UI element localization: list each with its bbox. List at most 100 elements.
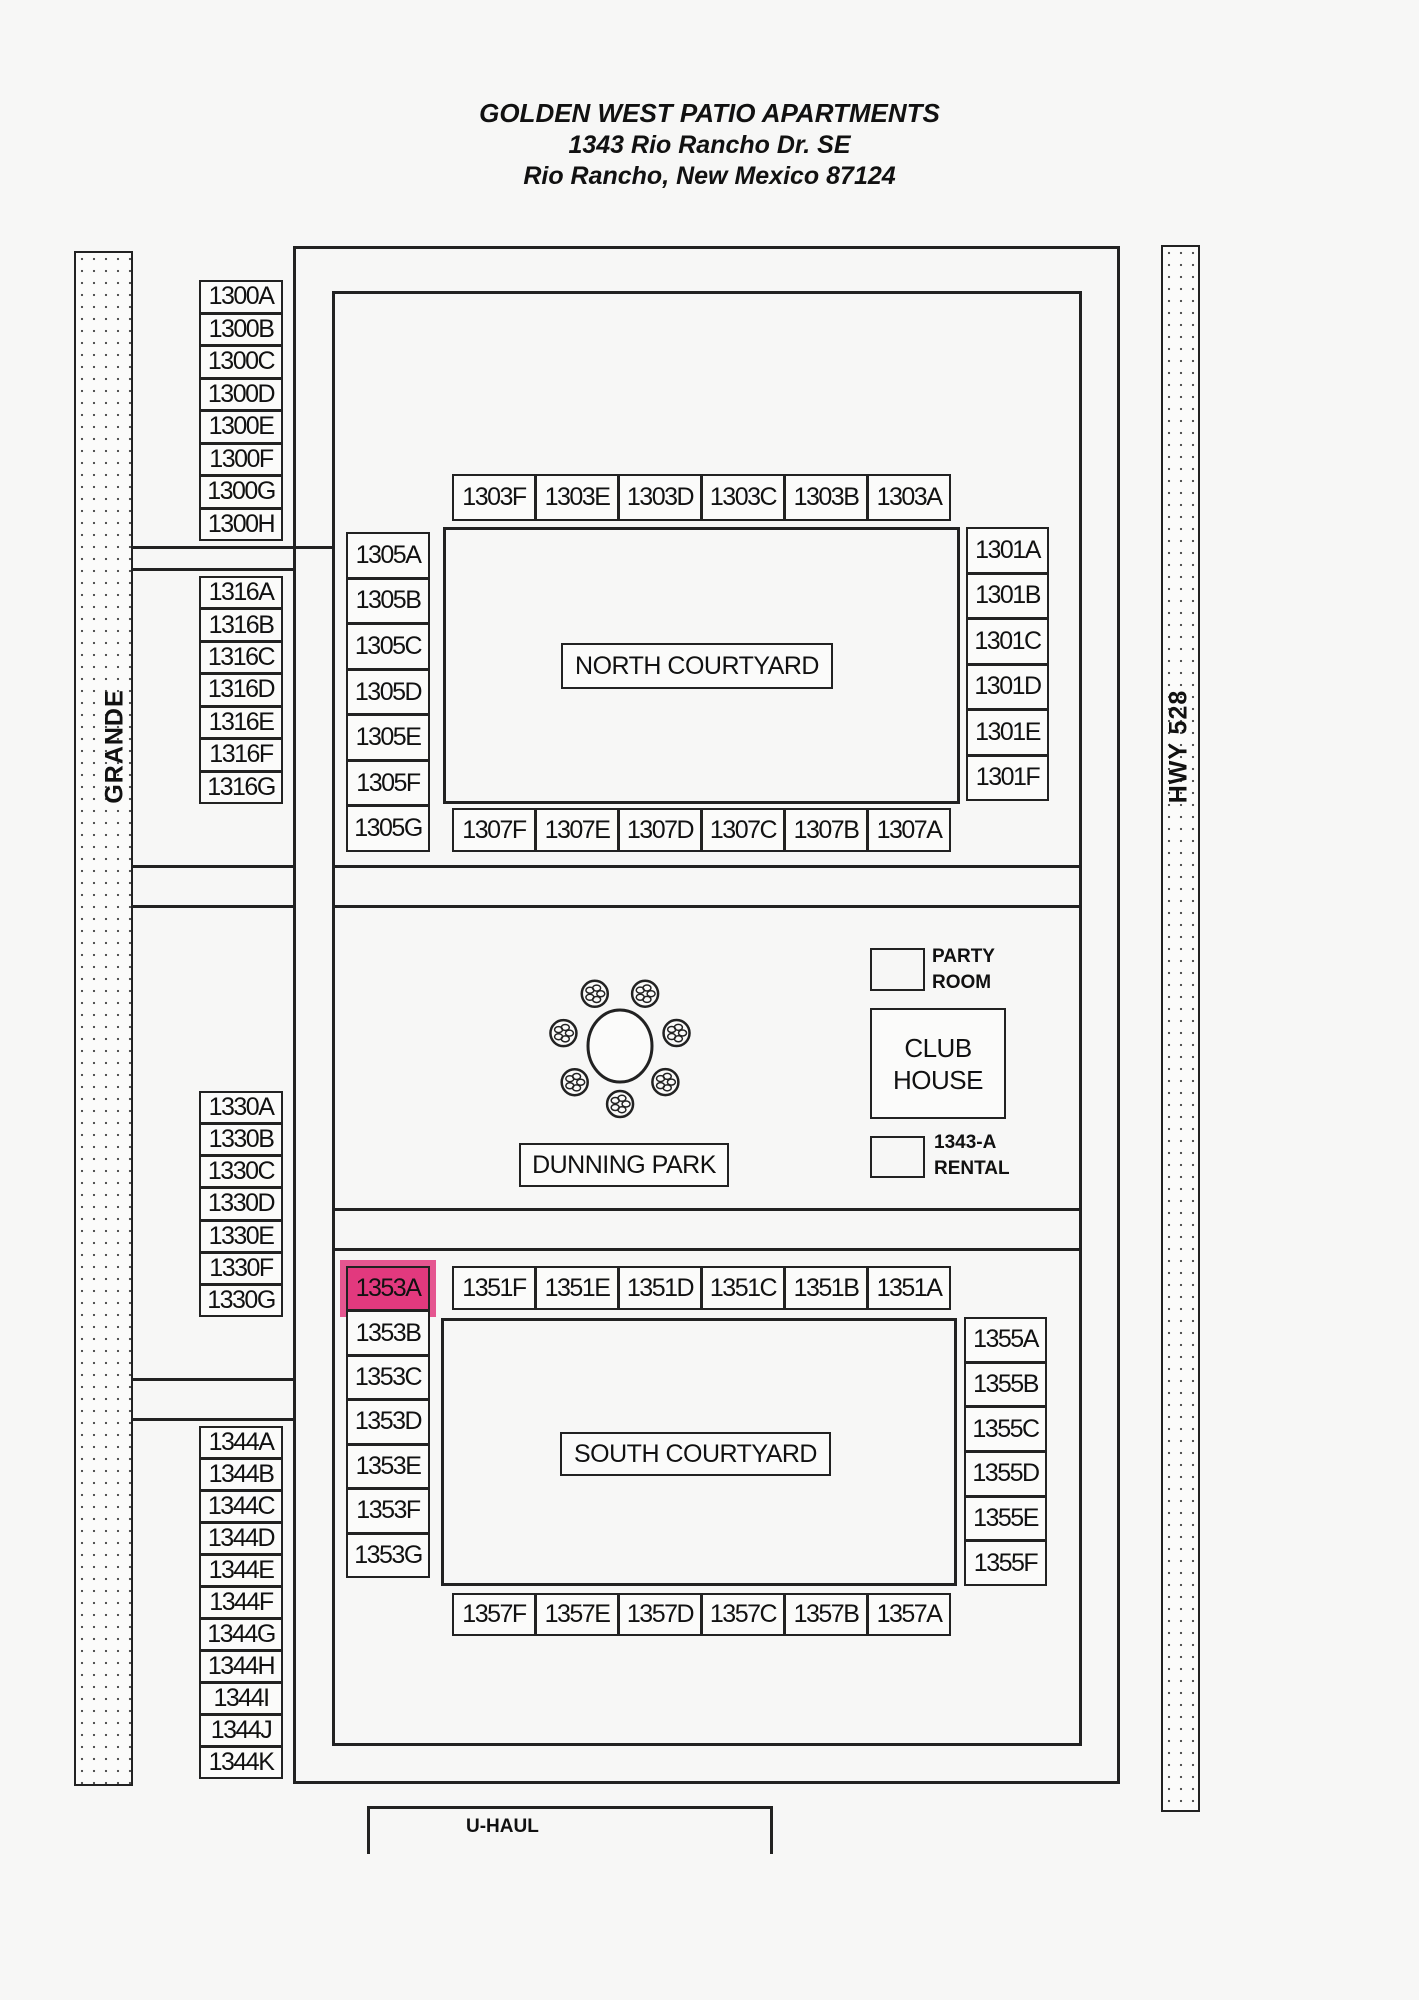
apartment-unit[interactable]: 1316A [199, 576, 283, 610]
apartment-unit[interactable]: 1305D [346, 668, 430, 716]
apartment-unit[interactable]: 1316G [199, 770, 283, 804]
apartment-unit[interactable]: 1330D [199, 1187, 283, 1221]
apartment-unit[interactable]: 1303B [784, 474, 868, 521]
apartment-unit[interactable]: 1357B [784, 1593, 868, 1636]
apartment-unit[interactable]: 1305C [346, 623, 430, 670]
apartment-unit[interactable]: 1355B [964, 1361, 1047, 1408]
apartment-unit[interactable]: 1353G [346, 1532, 430, 1578]
apartment-unit[interactable]: 1330E [199, 1219, 283, 1253]
apartment-unit[interactable]: 1300C [199, 345, 283, 379]
apartment-unit[interactable]: 1316F [199, 738, 283, 772]
apartment-unit[interactable]: 1300D [199, 377, 283, 411]
apartment-unit[interactable]: 1357D [618, 1593, 702, 1636]
apartment-unit[interactable]: 1344B [199, 1458, 283, 1491]
apartment-unit[interactable]: 1355F [964, 1540, 1047, 1587]
apartment-unit[interactable]: 1303F [452, 474, 536, 521]
apartment-unit[interactable]: 1351D [618, 1266, 702, 1310]
apartment-unit[interactable]: 1316E [199, 705, 283, 740]
apartment-unit[interactable]: 1300F [199, 442, 283, 476]
apartment-unit[interactable]: 1301E [966, 709, 1049, 756]
apartment-unit[interactable]: 1301F [966, 754, 1049, 801]
apartment-unit[interactable]: 1316C [199, 640, 283, 675]
apartment-unit[interactable]: 1357F [452, 1593, 536, 1636]
apartment-unit[interactable]: 1301B [966, 572, 1049, 619]
apartment-unit[interactable]: 1303D [618, 474, 702, 521]
apartment-unit[interactable]: 1305A [346, 532, 430, 579]
apartment-unit[interactable]: 1351B [784, 1266, 868, 1310]
apartment-unit[interactable]: 1330C [199, 1155, 283, 1189]
apartment-unit[interactable]: 1344D [199, 1522, 283, 1555]
apartment-unit[interactable]: 1305E [346, 714, 430, 761]
apartment-unit[interactable]: 1330A [199, 1091, 283, 1125]
road-edge [332, 1208, 1082, 1211]
apartment-unit[interactable]: 1305G [346, 805, 430, 853]
apartment-unit[interactable]: 1303E [535, 474, 619, 521]
apartment-unit[interactable]: 1307B [784, 808, 868, 852]
apartment-unit[interactable]: 1344F [199, 1586, 283, 1619]
apartment-unit[interactable]: 1355E [964, 1495, 1047, 1542]
apartment-unit[interactable]: 1300A [199, 280, 283, 314]
apartment-unit[interactable]: 1316D [199, 673, 283, 707]
road-edge [332, 1248, 1082, 1251]
apartment-unit[interactable]: 1351F [452, 1266, 536, 1310]
apartment-unit[interactable]: 1330G [199, 1283, 283, 1317]
apartment-unit[interactable]: 1357A [867, 1593, 951, 1636]
apartment-unit[interactable]: 1307A [867, 808, 951, 852]
apartment-unit[interactable]: 1300E [199, 410, 283, 444]
apartment-unit[interactable]: 1351C [701, 1266, 785, 1310]
apartment-unit[interactable]: 1300H [199, 507, 283, 541]
road-edge [332, 865, 1082, 868]
apartment-unit[interactable]: 1353F [346, 1488, 430, 1534]
apartment-unit[interactable]: 1353B [346, 1310, 430, 1356]
apartment-unit[interactable]: 1307E [535, 808, 619, 852]
apartment-unit[interactable]: 1300B [199, 312, 283, 346]
apartment-unit[interactable]: 1344A [199, 1426, 283, 1459]
apartment-unit[interactable]: 1357C [701, 1593, 785, 1636]
apartment-unit[interactable]: 1353D [346, 1399, 430, 1445]
party-room[interactable] [870, 948, 925, 991]
apartment-unit[interactable]: 1307F [452, 808, 536, 852]
apartment-unit[interactable]: 1330F [199, 1251, 283, 1285]
apartment-unit[interactable]: 1344C [199, 1490, 283, 1523]
flower-icon [549, 1018, 578, 1048]
hwy-528-street [1161, 245, 1200, 1812]
apartment-unit[interactable]: 1344G [199, 1618, 283, 1651]
apartment-unit[interactable]: 1355A [964, 1317, 1047, 1363]
apartment-unit[interactable]: 1351E [535, 1266, 619, 1310]
apartment-unit[interactable]: 1303C [701, 474, 785, 521]
apartment-unit[interactable]: 1344H [199, 1650, 283, 1683]
apartment-unit[interactable]: 1307D [618, 808, 702, 852]
apartment-unit[interactable]: 1330B [199, 1123, 283, 1157]
flower-icon [630, 979, 660, 1008]
address-line-2: Rio Rancho, New Mexico 87124 [523, 162, 896, 190]
apartment-unit[interactable]: 1316B [199, 608, 283, 642]
address-line-1: 1343 Rio Rancho Dr. SE [568, 131, 851, 159]
apartment-unit[interactable]: 1357E [535, 1593, 619, 1636]
apartment-unit[interactable]: 1355D [964, 1451, 1047, 1497]
apartment-unit[interactable]: 1305F [346, 759, 430, 807]
apartment-unit[interactable]: 1344I [199, 1682, 283, 1715]
hwy-528-label: HWY 528 [1164, 689, 1193, 804]
highlighted-unit[interactable]: 1353A [346, 1266, 430, 1312]
apartment-unit[interactable]: 1301D [966, 663, 1049, 710]
apartment-unit[interactable]: 1300G [199, 475, 283, 509]
apartment-unit[interactable]: 1344J [199, 1714, 283, 1747]
apartment-unit[interactable]: 1305B [346, 577, 430, 625]
apartment-unit[interactable]: 1301A [966, 527, 1049, 574]
apartment-unit[interactable]: 1355C [964, 1406, 1047, 1453]
apartment-unit[interactable]: 1307C [701, 808, 785, 852]
apartment-unit[interactable]: 1353E [346, 1443, 430, 1490]
rental-office[interactable] [870, 1136, 925, 1178]
apartment-unit[interactable]: 1353C [346, 1354, 430, 1401]
apartment-unit[interactable]: 1351A [867, 1266, 951, 1310]
apartment-unit[interactable]: 1301C [966, 618, 1049, 665]
apartment-unit[interactable]: 1344K [199, 1746, 283, 1779]
apartment-unit[interactable]: 1303A [867, 474, 951, 521]
apartment-unit[interactable]: 1344E [199, 1554, 283, 1587]
